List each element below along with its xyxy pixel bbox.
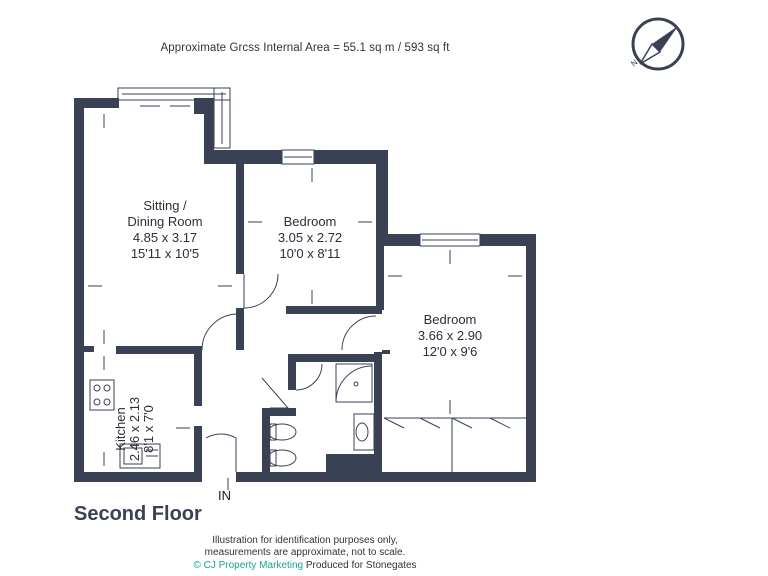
disclaimer-line-2: measurements are approximate, not to sca… bbox=[204, 547, 406, 558]
kitchen-imperial: 8'1 x 7'0 bbox=[141, 405, 156, 453]
sitting-metric: 4.85 x 3.17 bbox=[132, 230, 198, 245]
brand-name: © CJ Property Marketing bbox=[193, 560, 304, 571]
kitchen-name: Kitchen bbox=[113, 407, 128, 451]
floor-title: Second Floor bbox=[74, 503, 202, 525]
bedroom-2-imperial: 12'0 x 9'6 bbox=[422, 344, 478, 359]
bedroom-1-metric: 3.05 x 2.72 bbox=[277, 230, 343, 245]
bedroom-2-metric: 3.66 x 2.90 bbox=[417, 328, 483, 343]
walls bbox=[74, 98, 536, 482]
entrance-label: IN bbox=[218, 488, 231, 503]
disclaimer: Illustration for identification purposes… bbox=[150, 535, 460, 559]
bedroom-2-name: Bedroom bbox=[423, 312, 477, 327]
sitting-imperial: 15'11 x 10'5 bbox=[130, 246, 200, 261]
produced-for: Produced for Stonegates bbox=[305, 560, 417, 571]
compass-north-letter: N bbox=[629, 58, 639, 69]
bedroom-1-label: Bedroom 3.05 x 2.72 10'0 x 8'11 bbox=[250, 214, 370, 262]
dimension-markers bbox=[88, 105, 522, 490]
wardrobes bbox=[383, 417, 526, 472]
windows bbox=[281, 149, 481, 247]
kitchen-fixtures bbox=[89, 379, 161, 469]
credit-line: © CJ Property Marketing Produced for Sto… bbox=[150, 560, 460, 571]
bay-window bbox=[117, 87, 231, 149]
sitting-dining-room-label: Sitting / Dining Room 4.85 x 3.17 15'11 … bbox=[100, 198, 230, 262]
bedroom-2-label: Bedroom 3.66 x 2.90 12'0 x 9'6 bbox=[390, 312, 510, 360]
bathroom-fixtures bbox=[267, 363, 375, 467]
sitting-name-line2: Dining Room bbox=[127, 214, 203, 229]
doors bbox=[201, 273, 377, 472]
bedroom-1-name: Bedroom bbox=[283, 214, 337, 229]
bedroom-1-imperial: 10'0 x 8'11 bbox=[279, 246, 341, 261]
kitchen-metric: 2.46 x 2.13 bbox=[127, 396, 142, 462]
kitchen-label: Kitchen 2.46 x 2.13 8'1 x 7'0 bbox=[113, 384, 156, 474]
gross-internal-area: Approximate Grcss Internal Area = 55.1 s… bbox=[160, 42, 450, 54]
compass-icon: N bbox=[629, 17, 685, 71]
sitting-name-line1: Sitting / bbox=[143, 198, 187, 213]
disclaimer-line-1: Illustration for identification purposes… bbox=[212, 535, 398, 546]
